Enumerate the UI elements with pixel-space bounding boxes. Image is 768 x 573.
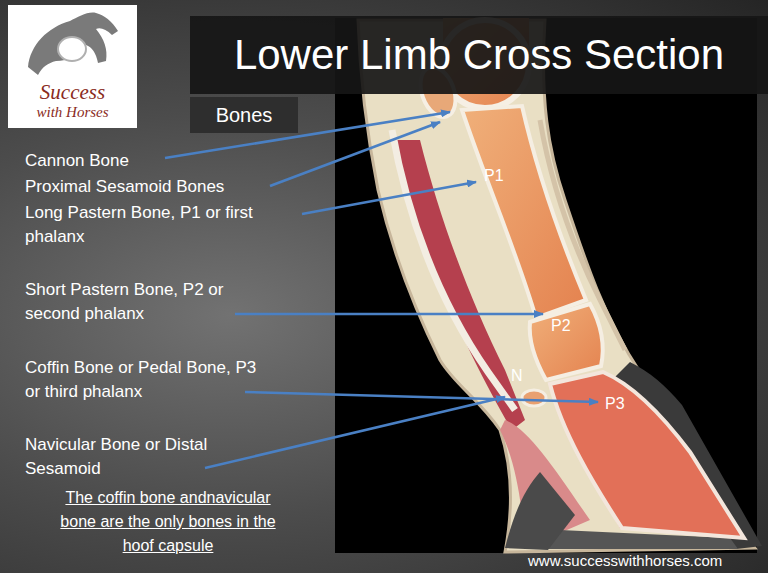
callout-label: P1 xyxy=(484,166,524,186)
part-label: Navicular Bone or Distal Sesamoid xyxy=(25,433,240,481)
part-label: Proximal Sesamoid Bones xyxy=(25,175,265,199)
part-label: Long Pastern Bone, P1 or first phalanx xyxy=(25,201,300,249)
part-label: Short Pastern Bone, P2 or second phalanx xyxy=(25,278,265,326)
horse-silhouette xyxy=(28,13,118,75)
frog xyxy=(505,472,575,550)
hoof-icon xyxy=(58,37,86,61)
p3-bone xyxy=(550,372,744,538)
logo-box: Successwith Horses xyxy=(8,5,137,128)
p2-bone xyxy=(530,304,603,380)
leader-line xyxy=(235,313,543,316)
node-subtext: with Horses xyxy=(36,104,108,121)
p1-bone xyxy=(462,106,586,318)
callout-label: N xyxy=(511,366,531,386)
part-label: Cannon Bone xyxy=(25,149,225,173)
callout-label: P3 xyxy=(605,394,645,414)
callout-label: P2 xyxy=(551,316,591,336)
watermark: www.successwithhorses.com xyxy=(528,551,764,571)
note: The coffin bone andnavicular bone are th… xyxy=(48,486,288,558)
leader-lines xyxy=(165,112,598,468)
leader-line xyxy=(205,397,505,468)
navicular-bone xyxy=(522,390,546,406)
node-heading: Success xyxy=(40,81,105,103)
soft-tissue xyxy=(358,20,755,552)
node-heading: Bones xyxy=(216,104,273,127)
title: Lower Limb Cross Section xyxy=(190,16,768,94)
leader-line xyxy=(302,182,476,214)
photo-ground xyxy=(335,18,757,553)
leader-line xyxy=(245,392,598,402)
section-box: Bones xyxy=(190,97,298,133)
part-label: Coffin Bone or Pedal Bone, P3 or third p… xyxy=(25,356,270,404)
